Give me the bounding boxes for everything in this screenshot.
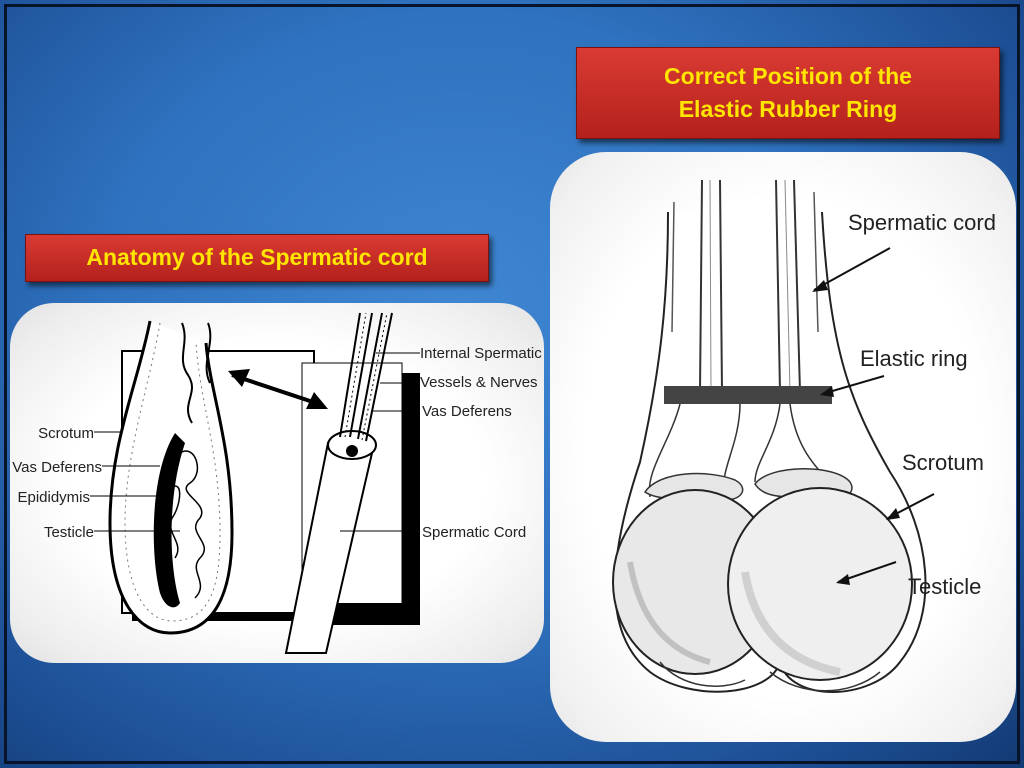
strand-3 (357, 312, 383, 440)
arrow-testicle-head (836, 574, 850, 585)
epididymis-band (153, 433, 185, 608)
scrotum-inner-dots (124, 322, 221, 622)
label-vas-deferens-right: Vas Deferens (422, 403, 512, 420)
vessel-wave (181, 322, 193, 424)
shading-right (741, 571, 841, 676)
anatomy-diagram-panel: Scrotum Vas Deferens Epididymis Testicle… (10, 303, 544, 663)
label-spermatic-cord: Spermatic Cord (422, 524, 526, 541)
cord-sheath-right (813, 191, 819, 333)
arrow-elastic-ring-head (820, 386, 834, 397)
testicle-right (727, 487, 913, 681)
label-testicle: Testicle (44, 524, 94, 541)
label-testicle-right: Testicle (908, 574, 981, 599)
cord-right (775, 179, 801, 393)
arrow-scrotum-head (886, 508, 900, 520)
double-arrow-head-left (228, 369, 250, 387)
cord-right-inner (784, 179, 791, 393)
label-scrotum: Scrotum (38, 425, 94, 442)
strand-2 (349, 312, 373, 438)
vessel-wave-2 (205, 322, 212, 384)
label-vessels-nerves: Vessels & Nerves (420, 374, 538, 391)
cord-sheath-left (671, 201, 675, 333)
anatomy-diagram: Scrotum Vas Deferens Epididymis Testicle… (12, 312, 542, 654)
ring-diagram-panel: Spermatic cord Elastic ring Scrotum Test… (550, 152, 1016, 742)
arrow-spermatic-cord-head (812, 280, 828, 292)
double-arrow-head-right (306, 392, 328, 409)
vas-deferens-dot (346, 445, 358, 457)
label-internal-spermatic: Internal Spermatic (420, 345, 542, 362)
ring-position-title: Correct Position of the Elastic Rubber R… (576, 47, 1000, 139)
label-vas-deferens: Vas Deferens (12, 459, 102, 476)
strand-1 (339, 312, 361, 438)
label-epididymis: Epididymis (17, 489, 90, 506)
ring-title-line1: Correct Position of the (664, 62, 912, 89)
bottom-lobe-right (769, 671, 881, 692)
cord-left-inner (709, 179, 712, 393)
ring-diagram: Spermatic cord Elastic ring Scrotum Test… (612, 179, 996, 693)
shading-left (627, 561, 711, 665)
anatomy-title-text: Anatomy of the Spermatic cord (86, 244, 428, 271)
double-arrow-shaft (231, 373, 323, 407)
bottom-lobe-left (659, 661, 746, 687)
testicle-tubules-2 (169, 485, 181, 559)
label-scrotum-right: Scrotum (902, 450, 984, 475)
anatomy-title: Anatomy of the Spermatic cord (25, 234, 489, 282)
label-spermatic-cord-right: Spermatic cord (848, 210, 996, 235)
strand-dots-2 (361, 312, 388, 441)
ring-title-line2: Elastic Rubber Ring (678, 96, 898, 122)
strand-4 (365, 312, 393, 442)
testicle-tubules (179, 450, 206, 599)
arrow-spermatic-cord (813, 247, 891, 291)
elastic-ring-band (664, 386, 832, 404)
label-elastic-ring: Elastic ring (860, 346, 968, 371)
strand-dots-1 (344, 312, 367, 438)
cord-left (699, 179, 723, 393)
